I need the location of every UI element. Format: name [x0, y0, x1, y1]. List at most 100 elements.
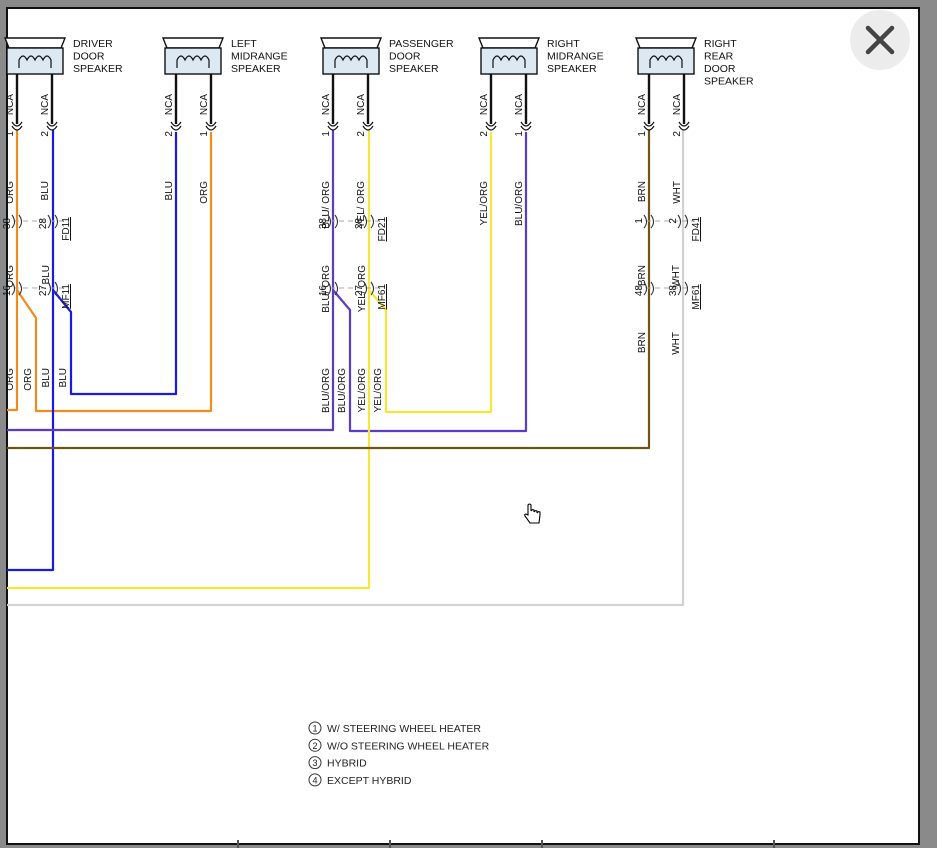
wire-color-label: YEL/ ORG	[356, 181, 367, 228]
wire-passenger-bluorg	[7, 130, 335, 432]
connector-pin-number: 48	[634, 285, 645, 297]
speaker-label-line: DRIVER	[73, 38, 113, 50]
wire-color-label: WHT	[672, 181, 683, 204]
speaker-label-line: MIDRANGE	[547, 51, 604, 63]
connector-pin-icon	[677, 281, 689, 296]
wire-color-label: WHT	[671, 332, 682, 355]
wire-color-label: ORG	[5, 368, 16, 391]
connector-pin-icon	[47, 214, 59, 229]
speaker-label-line: SPEAKER	[73, 63, 123, 75]
speaker-right-mid: RIGHTMIDRANGESPEAKERNCA2YEL/ORGNCA1BLU/O…	[477, 37, 604, 226]
pin-fork-icon	[362, 121, 374, 131]
pin-fork-icon	[11, 121, 23, 131]
wire-color-label: BLU/ORG	[321, 368, 332, 413]
wire-color-label: ORG	[23, 368, 34, 391]
speaker-label-line: DOOR	[73, 51, 105, 63]
wire-color-label: BLU	[41, 265, 52, 284]
pin-fork-icon	[485, 121, 497, 131]
pin-number: 2	[479, 131, 490, 137]
connector-pin-icon	[11, 214, 23, 229]
connector-pin-number: 38	[318, 218, 329, 230]
wire-color-label: YEL/ORG	[373, 368, 384, 413]
legend-text: EXCEPT HYBRID	[327, 775, 412, 787]
connector-pin-icon	[11, 281, 23, 296]
wire-passenger-yelorg-2	[368, 132, 493, 414]
close-button[interactable]	[850, 10, 910, 70]
speaker-label-line: DOOR	[704, 63, 736, 75]
legend-item: 1 W/ STEERING WHEEL HEATER	[308, 721, 481, 735]
connector-pin-icon	[363, 281, 375, 296]
connector-pin-number: 27	[38, 285, 49, 297]
pin-number: 1	[637, 131, 648, 137]
legend-text: W/O STEERING WHEEL HEATER	[327, 740, 490, 752]
pin-nca-label: NCA	[479, 94, 490, 115]
pin-fork-icon	[520, 121, 532, 131]
pin-nca-label: NCA	[637, 94, 648, 115]
pin-number: 1	[5, 131, 16, 137]
pin-nca-label: NCA	[5, 94, 16, 115]
wire-driver-org-2	[16, 132, 213, 413]
wire-color-label: BLU/ ORG	[321, 181, 332, 229]
wire-color-label: YEL/ ORG	[357, 265, 368, 312]
connector-name: MF11	[61, 284, 72, 309]
wire-color-label: ORG	[5, 265, 16, 288]
wire-rear-brn	[7, 130, 651, 450]
pin-fork-icon	[170, 121, 182, 131]
pin-fork-icon	[643, 121, 655, 131]
connector-name: FD41	[691, 217, 702, 242]
connector-pin-icon	[677, 214, 689, 229]
pin-nca-label: NCA	[321, 94, 332, 115]
legend-text: W/ STEERING WHEEL HEATER	[327, 723, 481, 735]
legend-number-circle-icon	[308, 721, 322, 735]
wire-color-label: YEL/ORG	[357, 368, 368, 413]
pin-fork-icon	[678, 121, 690, 131]
wire-color-label: BLU/ ORG	[321, 265, 332, 313]
speaker-label-line: RIGHT	[547, 38, 580, 50]
pin-number: 2	[164, 131, 175, 137]
pin-nca-label: NCA	[514, 94, 525, 115]
wire-passenger-bluorg-2	[332, 132, 528, 433]
connector-pin-number: 2	[668, 218, 679, 224]
pin-fork-icon	[205, 121, 217, 131]
wire-driver-blu-2	[52, 132, 178, 396]
speaker-label-line: SPEAKER	[389, 63, 439, 75]
close-x-icon	[865, 25, 895, 55]
connector-pin-number: 28	[38, 218, 49, 230]
connector-name: MF61	[377, 284, 388, 310]
wire-color-label: BRN	[637, 265, 648, 286]
speaker-label-line: DOOR	[389, 51, 421, 63]
connector-pin-icon	[327, 281, 339, 296]
hand-pointer-icon	[524, 503, 541, 524]
connector-pin-icon	[363, 214, 375, 229]
connector-pin-number: 38	[2, 218, 13, 230]
connector-name: FD21	[377, 217, 388, 242]
wire-color-label: ORG	[5, 181, 16, 204]
pin-nca-label: NCA	[672, 94, 683, 115]
legend-number: 1	[312, 724, 317, 734]
pin-number: 2	[356, 131, 367, 137]
pin-number: 2	[40, 131, 51, 137]
wire-color-label: BLU	[41, 368, 52, 387]
wire-color-label: WHT	[671, 265, 682, 288]
speaker-label-line: MIDRANGE	[231, 51, 288, 63]
legend-text: HYBRID	[327, 758, 367, 770]
connector-name: MF61	[691, 284, 702, 310]
speaker-label-line: SPEAKER	[704, 76, 754, 88]
wire-color-label: BLU/ORG	[514, 181, 525, 226]
pin-nca-label: NCA	[164, 94, 175, 115]
